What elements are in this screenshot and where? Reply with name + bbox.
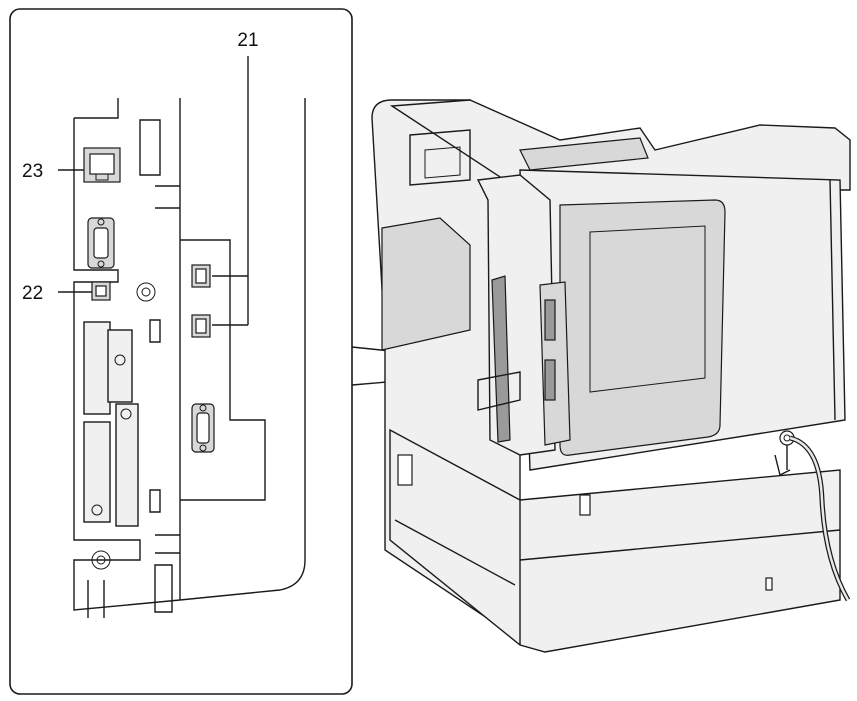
left-side-panel: [381, 217, 471, 351]
rear-cover: [559, 199, 726, 456]
printer-illustration: [371, 99, 851, 653]
detail-panel: 21 23 22: [9, 8, 353, 695]
detail-frame: [9, 8, 353, 695]
expansion-slots: [83, 321, 139, 527]
callout-22: 22: [22, 283, 43, 304]
callout-21: 21: [237, 30, 258, 51]
serial-port-lower: [191, 403, 215, 453]
controller-board: [73, 98, 306, 618]
network-port: [83, 147, 121, 183]
leader-lines: [58, 56, 249, 326]
power-cord: [774, 430, 851, 602]
usb-port: [91, 281, 111, 301]
usb-host-ports: [180, 239, 266, 501]
paper-cassette: [389, 428, 841, 653]
serial-port-upper: [87, 217, 115, 269]
callout-23: 23: [22, 161, 43, 182]
